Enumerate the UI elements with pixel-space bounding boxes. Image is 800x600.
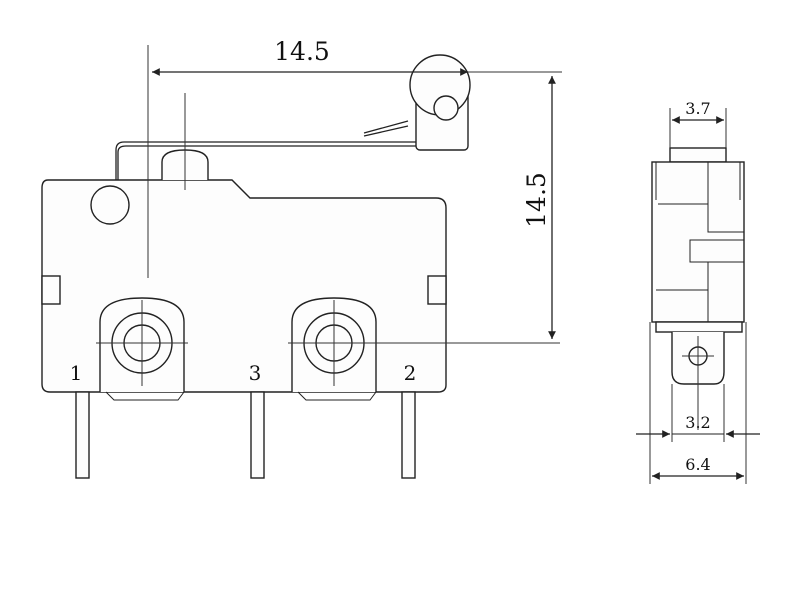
side-clip-right xyxy=(427,275,447,305)
terminal-label-3: 3 xyxy=(249,361,262,385)
side-view: 14.5 14.5 1 3 2 xyxy=(41,37,562,479)
end-body xyxy=(651,161,745,323)
boss-1-centerline xyxy=(96,300,188,386)
terminal-label-2: 2 xyxy=(404,361,417,385)
end-body-extensions xyxy=(649,322,747,484)
side-clip-left xyxy=(41,275,61,305)
dim-horizontal-label: 14.5 xyxy=(274,37,330,66)
end-base xyxy=(655,321,743,333)
terminal-pin-2 xyxy=(401,391,416,479)
end-view: 3.7 3.2 6.4 xyxy=(636,99,760,484)
boss-2-centerline xyxy=(288,300,560,386)
dim-vertical-label: 14.5 xyxy=(522,172,551,228)
end-terminal-centerline xyxy=(682,336,714,430)
dim-body-width-label: 6.4 xyxy=(685,455,710,474)
lever-bend-inner xyxy=(363,120,409,134)
lever-bend xyxy=(363,125,409,137)
end-actuator xyxy=(669,147,727,163)
mounting-hole xyxy=(90,185,130,225)
terminal-pin-3 xyxy=(250,391,265,479)
dim-terminal-width-label: 3.2 xyxy=(685,413,710,432)
dim-top-width-label: 3.7 xyxy=(685,99,710,118)
terminal-pin-1 xyxy=(75,391,90,479)
lever-arm-inner xyxy=(117,145,416,180)
end-top-extensions xyxy=(669,108,727,148)
lever-arm xyxy=(115,141,416,180)
roller-axle xyxy=(433,95,459,121)
end-body-details xyxy=(655,162,745,322)
terminal-label-1: 1 xyxy=(70,361,83,385)
end-terminal-extensions xyxy=(671,384,725,442)
